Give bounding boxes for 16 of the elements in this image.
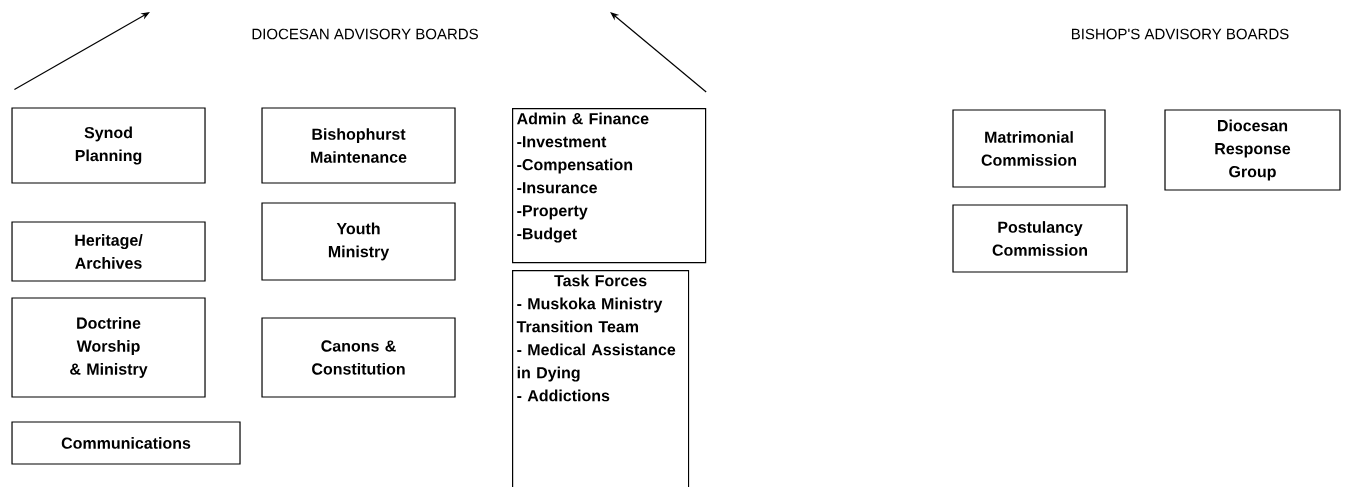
- section-heading: DIOCESAN ADVISORY BOARDS: [252, 28, 478, 40]
- section-heading: BISHOP'S ADVISORY BOARDS: [1072, 28, 1289, 40]
- board-box: Matrimonial Commission: [952, 109, 1106, 188]
- board-box: Doctrine Worship & Ministry: [11, 297, 206, 398]
- board-box: Diocesan Response Group: [1164, 109, 1341, 191]
- board-box: Heritage/ Archives: [11, 221, 206, 282]
- board-box: Task Forces - Muskoka Ministry Transition Team - Medical Assistance in Dying - Addictions: [512, 270, 690, 487]
- board-box: Bishophurst Maintenance: [261, 107, 456, 184]
- board-box: Admin & Finance -Investment -Compensation -Insurance -Property -Budget: [512, 108, 707, 264]
- board-box: Synod Planning: [11, 107, 206, 184]
- board-box: Youth Ministry: [261, 202, 456, 281]
- board-box: Communications: [11, 421, 241, 465]
- board-box: Canons & Constitution: [261, 317, 456, 398]
- board-box: Postulancy Commission: [952, 204, 1128, 273]
- arrow: [13, 12, 150, 90]
- arrow: [610, 12, 707, 93]
